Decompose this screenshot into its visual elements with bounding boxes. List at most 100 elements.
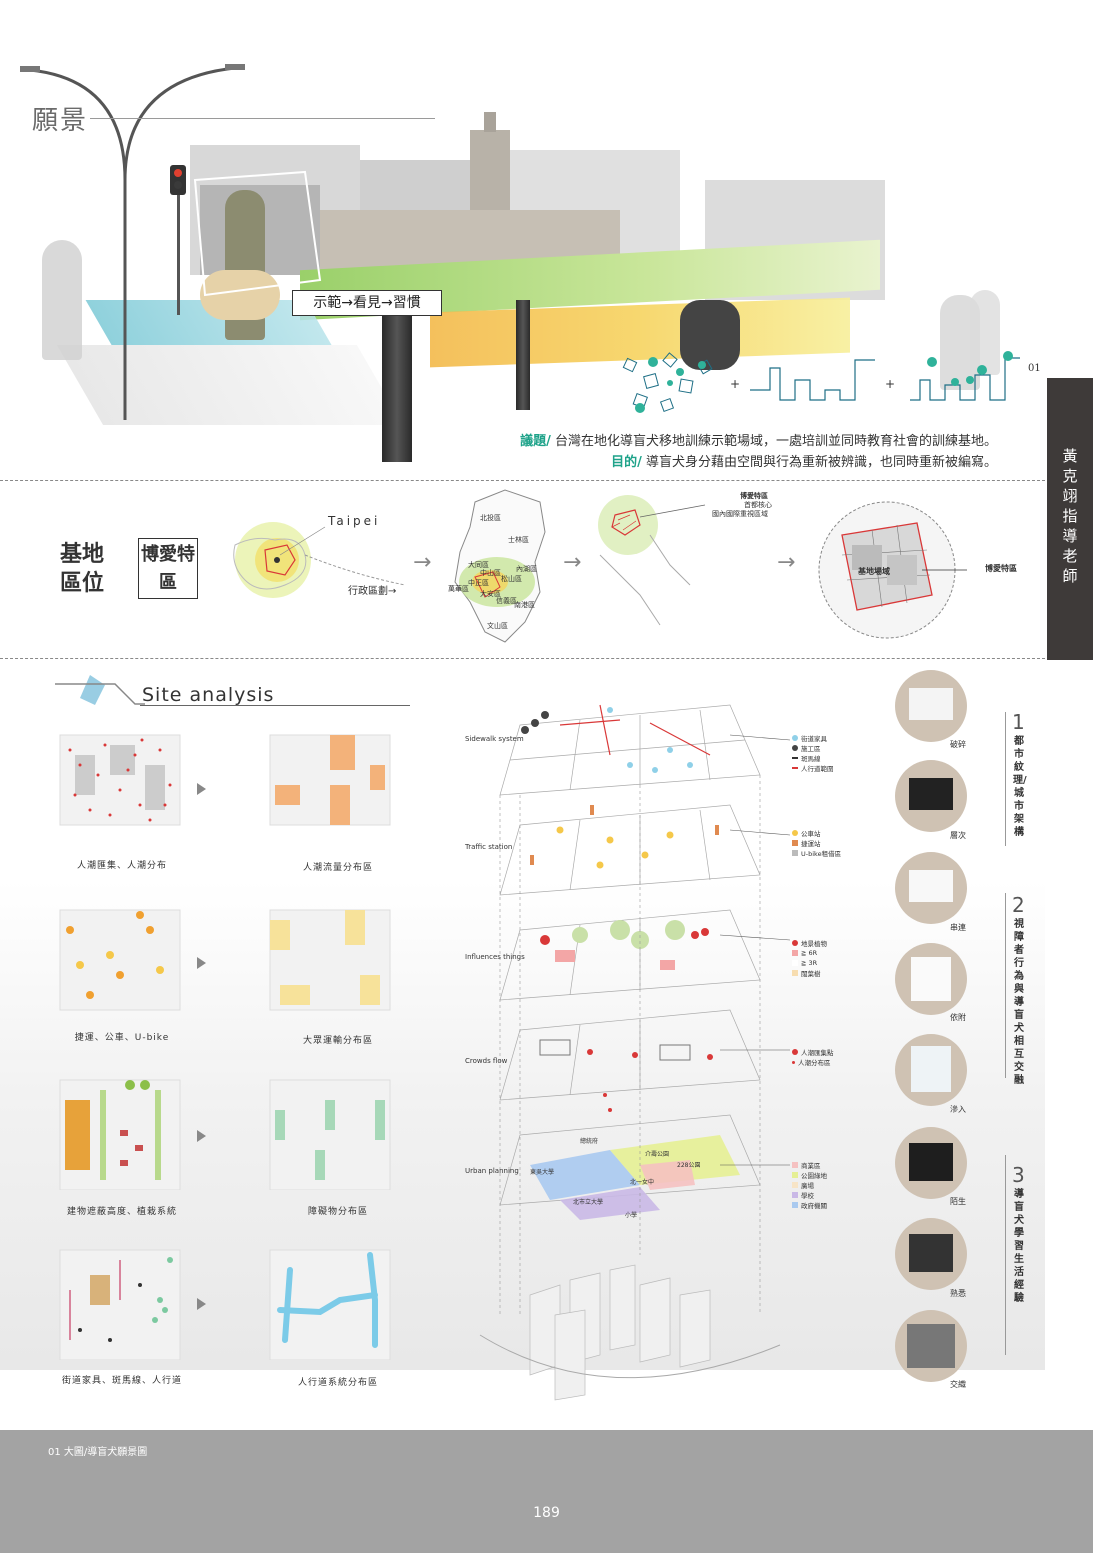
page-footer bbox=[0, 1430, 1093, 1553]
arrow-right-icon bbox=[197, 1130, 206, 1142]
group-text: 視障者行為與導盲犬相互交融 bbox=[1014, 919, 1024, 1086]
pillar bbox=[382, 312, 412, 462]
urban-label: 北市立大學 bbox=[573, 1199, 604, 1206]
taipei-label: Taipei bbox=[328, 514, 381, 528]
model-photo bbox=[895, 1034, 967, 1106]
legend-text: 施工區 bbox=[801, 745, 821, 753]
legend-text: 人行道範圍 bbox=[801, 765, 834, 773]
tower-top bbox=[484, 112, 496, 132]
legend-traffic: 公車站 捷運站 U-bike租借區 bbox=[792, 828, 841, 858]
legend-item: ≧ 3R bbox=[792, 958, 827, 968]
layer-label: Sidewalk system bbox=[465, 735, 524, 743]
legend-item: 人潮匯集點 bbox=[792, 1047, 834, 1057]
district-label: 南港區 bbox=[514, 601, 535, 609]
page-number: 189 bbox=[533, 1505, 560, 1521]
district-label: 內湖區 bbox=[516, 565, 537, 573]
legend-urban: 商業區 公園綠地 廣場 學校 政府機關 bbox=[792, 1160, 827, 1210]
district-label: 中山區 bbox=[480, 569, 501, 577]
site-location-title: 基地區位 bbox=[60, 541, 105, 596]
model-photo bbox=[895, 1310, 967, 1382]
legend-text: 公園綠地 bbox=[801, 1172, 827, 1180]
model-label: 陌生 bbox=[950, 1197, 966, 1206]
group-number: 1 bbox=[1012, 710, 1025, 734]
legend-swatch bbox=[792, 1202, 798, 1208]
legend-crowds: 人潮匯集點 人潮分布區 bbox=[792, 1047, 834, 1067]
urban-label: 228公園 bbox=[677, 1162, 701, 1169]
sidewalk-system-map bbox=[269, 1249, 391, 1360]
svg-text:+: + bbox=[885, 377, 895, 391]
model-photo bbox=[895, 1218, 967, 1290]
analysis-caption: 街道家具、斑馬線、人行道 bbox=[61, 1376, 182, 1386]
site-analysis-underline bbox=[140, 705, 410, 706]
street-furniture-map bbox=[59, 1249, 181, 1360]
legend-swatch bbox=[792, 840, 798, 846]
model-label: 熟悉 bbox=[950, 1289, 966, 1298]
model-photo bbox=[895, 760, 967, 832]
goal-text: 導盲犬身分藉由空間與行為重新被辨識，也同時重新被編寫。 bbox=[645, 455, 997, 470]
legend-text: 人潮分布區 bbox=[798, 1059, 831, 1067]
site-zone-box: 博愛特區 bbox=[138, 538, 198, 599]
vision-title: 願景 bbox=[32, 106, 89, 136]
legend-text: 地景植物 bbox=[801, 940, 827, 948]
legend-item: 捷運站 bbox=[792, 838, 841, 848]
zone-map bbox=[598, 495, 706, 626]
district-label: 士林區 bbox=[508, 536, 529, 544]
legend-item: 學校 bbox=[792, 1190, 827, 1200]
legend-swatch bbox=[792, 745, 798, 751]
group-bracket bbox=[1005, 893, 1006, 1078]
traffic-pole bbox=[177, 195, 180, 315]
urban-label: 介壽公園 bbox=[645, 1151, 670, 1158]
model-label: 交織 bbox=[950, 1380, 966, 1389]
goal-line: 目的/ 導盲犬身分藉由空間與行為重新被辨識，也同時重新被編寫。 bbox=[611, 451, 997, 470]
layer-label: Urban planning bbox=[465, 1167, 519, 1175]
urban-label: 小學 bbox=[625, 1212, 638, 1219]
svg-text:+: + bbox=[730, 377, 740, 391]
street-lamp-icon bbox=[20, 64, 245, 420]
legend-item: 公園綠地 bbox=[792, 1170, 827, 1180]
legend-item: 商業區 bbox=[792, 1160, 827, 1170]
person-silhouette bbox=[42, 240, 82, 360]
zone-line: 國內國際重視區域 bbox=[712, 510, 768, 518]
legend-text: 商業區 bbox=[801, 1162, 821, 1170]
legend-text: 捷運站 bbox=[801, 840, 821, 848]
model-label: 滲入 bbox=[950, 1105, 966, 1114]
legend-swatch bbox=[792, 1192, 798, 1198]
district-label: 大同區 bbox=[468, 561, 489, 569]
legend-item: 人行道範圍 bbox=[792, 763, 834, 773]
exploded-axonometric bbox=[479, 704, 790, 1401]
district-label: 松山區 bbox=[501, 575, 522, 583]
model-label: 串連 bbox=[950, 923, 966, 932]
model-photo bbox=[895, 670, 967, 742]
urban-label: 東吳大學 bbox=[530, 1169, 555, 1176]
issue-label: 議題/ bbox=[520, 434, 551, 449]
legend-item: 地景植物 bbox=[792, 938, 827, 948]
legend-swatch bbox=[792, 830, 798, 836]
traffic-light-icon bbox=[170, 165, 186, 195]
advisor-text: 黃克翊 指導老師 bbox=[1062, 447, 1078, 585]
legend-swatch bbox=[792, 735, 798, 741]
issue-text: 台灣在地化導盲犬移地訓練示範場域，一處培訓並同時教育社會的訓練基地。 bbox=[554, 434, 997, 449]
urban-label: 北一女中 bbox=[630, 1179, 655, 1186]
group-number: 3 bbox=[1012, 1163, 1025, 1187]
dashed-divider bbox=[0, 480, 1045, 481]
legend-swatch bbox=[792, 960, 798, 966]
group-number: 2 bbox=[1012, 893, 1025, 917]
legend-swatch bbox=[792, 1049, 798, 1055]
legend-item: 街道家具 bbox=[792, 733, 834, 743]
person-kneeling bbox=[680, 300, 740, 370]
arrow-right-icon: → bbox=[563, 550, 582, 575]
legend-influence: 地景植物 ≧ 6R ≧ 3R 闊葉樹 bbox=[792, 938, 827, 978]
arrow-right-icon bbox=[197, 783, 206, 795]
analysis-caption: 障礙物分布區 bbox=[307, 1207, 368, 1217]
legend-text: 政府機關 bbox=[801, 1202, 827, 1210]
group-text: 都市紋理/城市架構 bbox=[1013, 736, 1027, 838]
urban-label: 總統府 bbox=[580, 1138, 599, 1145]
legend-text: 街道家具 bbox=[801, 735, 827, 743]
analysis-caption: 人潮流量分布區 bbox=[302, 863, 373, 873]
legend-sidewalk: 街道家具 施工區 斑馬線 人行道範圍 bbox=[792, 733, 834, 773]
legend-swatch bbox=[792, 850, 798, 856]
legend-swatch bbox=[792, 757, 798, 759]
analysis-caption: 建物遮蔽高度、植栽系統 bbox=[66, 1207, 177, 1217]
district-arrow-label: 行政區劃→ bbox=[348, 586, 397, 597]
model-photo bbox=[895, 1127, 967, 1199]
